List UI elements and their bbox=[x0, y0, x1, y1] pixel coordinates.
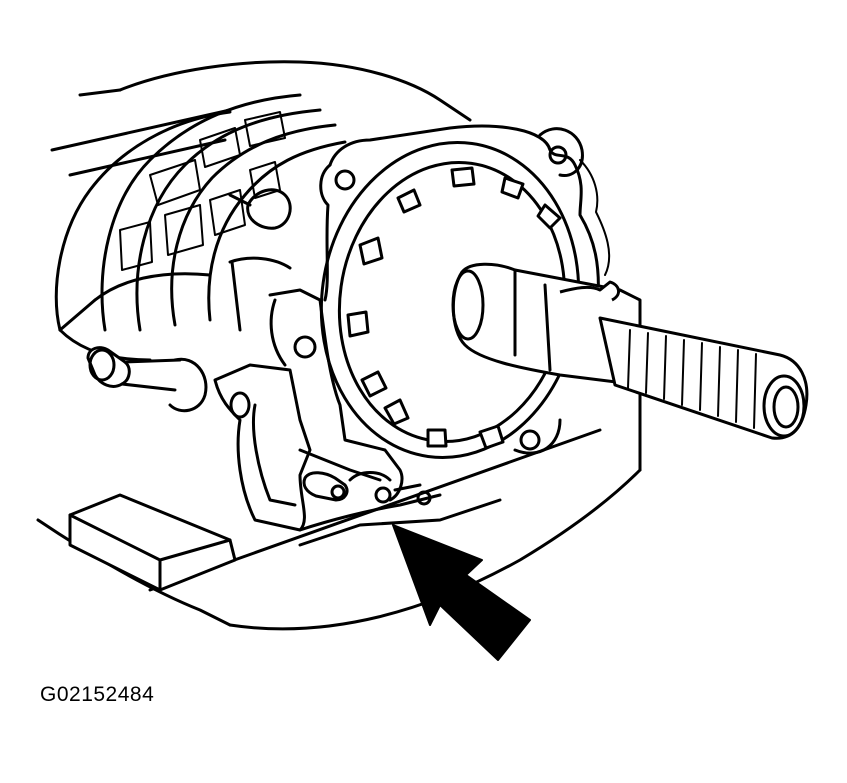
figure-id-label: G02152484 bbox=[40, 683, 155, 706]
support-block bbox=[68, 493, 237, 592]
transmission-case bbox=[50, 60, 472, 362]
bracket-lever bbox=[213, 288, 442, 532]
input-shaft bbox=[451, 262, 809, 440]
case-bolt bbox=[86, 346, 208, 413]
callout-arrow bbox=[392, 524, 531, 661]
